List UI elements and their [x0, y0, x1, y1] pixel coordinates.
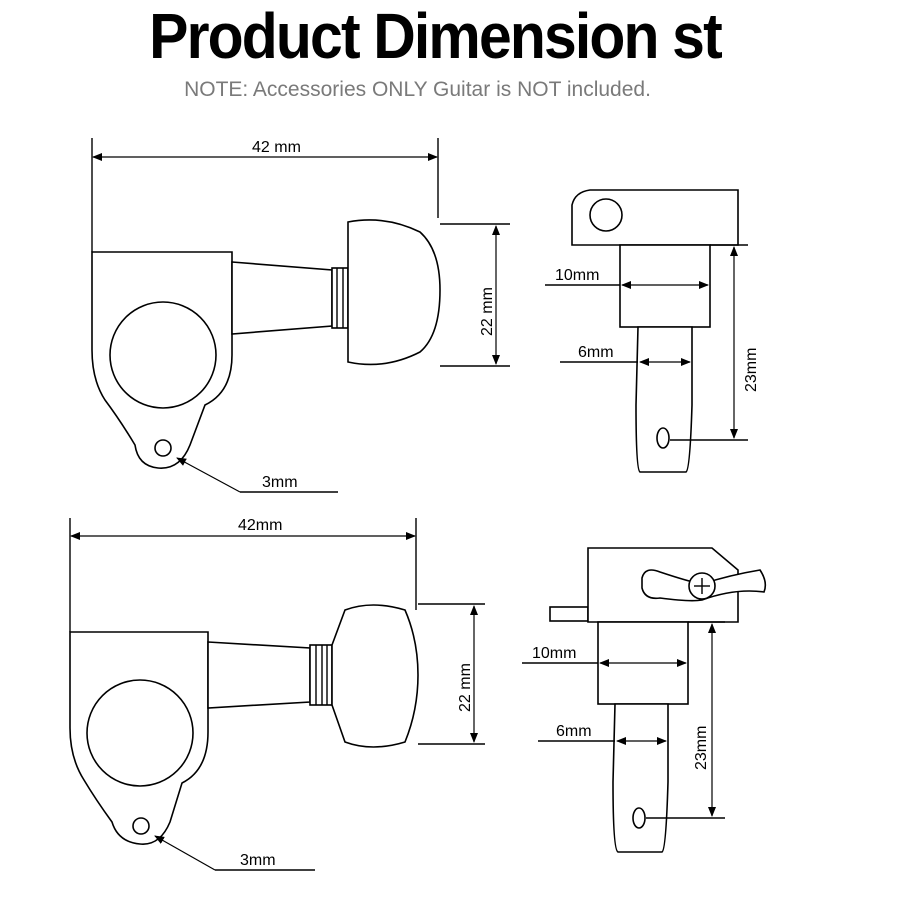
bottom-front-string-hole [632, 807, 646, 829]
bottom-length-label: 42mm [238, 517, 282, 534]
bottom-bushing-label: 10mm [532, 645, 576, 662]
note-text: NOTE: Accessories ONLY Guitar is NOT inc… [184, 78, 651, 101]
top-side-view [91, 138, 510, 493]
top-front-bushing [619, 244, 711, 328]
bottom-front-tab [549, 606, 589, 622]
bottom-collar [309, 644, 333, 706]
top-bushing-label: 10mm [555, 267, 599, 284]
top-knob-height-label: 22 mm [479, 287, 496, 336]
bottom-shaft [207, 641, 311, 709]
top-hole-label: 3mm [262, 474, 298, 491]
top-post-label: 6mm [578, 344, 614, 361]
bottom-mount-hole [132, 817, 150, 835]
top-mount-hole [154, 439, 172, 457]
top-gear-circle [109, 301, 217, 409]
top-front-post [635, 326, 693, 473]
bottom-height-label: 23mm [693, 726, 710, 770]
bottom-front-view [522, 547, 767, 853]
bottom-hole-label: 3mm [240, 852, 276, 869]
top-front-view [545, 189, 748, 473]
bottom-side-view [69, 518, 485, 871]
page-title: Product Dimension st [149, 0, 723, 72]
top-knob [347, 219, 441, 366]
top-front-string-hole [656, 427, 670, 449]
bottom-knob [331, 604, 419, 748]
top-shaft [231, 261, 333, 335]
top-height-label: 23mm [743, 348, 760, 392]
bottom-knob-height-label: 22 mm [457, 663, 474, 712]
top-length-label: 42 mm [252, 139, 301, 156]
top-front-plate-hole [589, 198, 623, 232]
bottom-post-label: 6mm [556, 723, 592, 740]
bottom-front-post [612, 703, 669, 853]
bottom-gear-circle [86, 679, 194, 787]
top-collar [331, 267, 349, 329]
